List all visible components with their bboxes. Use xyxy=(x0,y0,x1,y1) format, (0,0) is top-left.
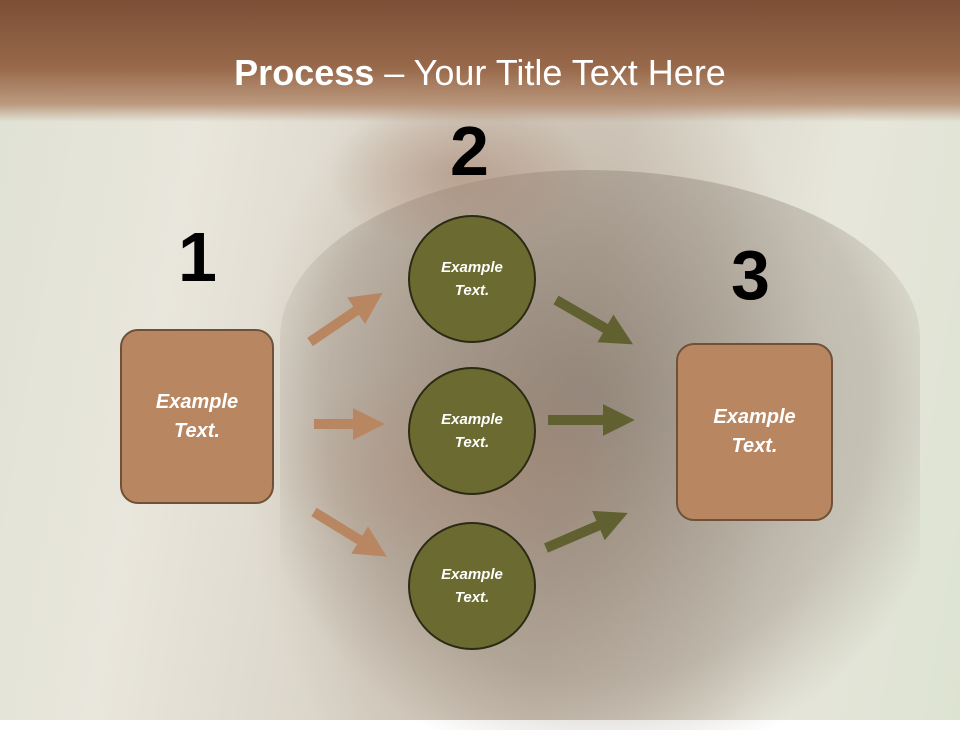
arrow-right-down xyxy=(544,510,628,553)
step-number-2: 2 xyxy=(450,112,489,190)
step-3-line1: Example xyxy=(713,406,796,428)
slide-title: Process – Your Title Text Here xyxy=(0,52,960,94)
circle-top-line2: Text. xyxy=(454,282,490,299)
circle-bottom-line1: Example xyxy=(441,566,503,583)
step-number-3: 3 xyxy=(731,236,770,314)
circle-middle-line2: Text. xyxy=(454,434,490,451)
step-1-line2: Text. xyxy=(174,419,220,442)
step-1-line1: Example xyxy=(155,390,239,413)
circle-top-line1: Example xyxy=(441,259,503,276)
step-number-1: 1 xyxy=(178,218,217,296)
step-3-line2: Text. xyxy=(731,435,778,457)
title-bar xyxy=(0,0,960,122)
circle-middle-line1: Example xyxy=(441,411,503,428)
arrow-right-up xyxy=(553,295,634,345)
title-bold: Process xyxy=(234,52,375,93)
title-rest: – Your Title Text Here xyxy=(374,52,726,93)
circle-bottom-line2: Text. xyxy=(454,589,490,606)
arrow-left-up xyxy=(307,292,383,347)
arrow-left-down xyxy=(311,507,387,557)
